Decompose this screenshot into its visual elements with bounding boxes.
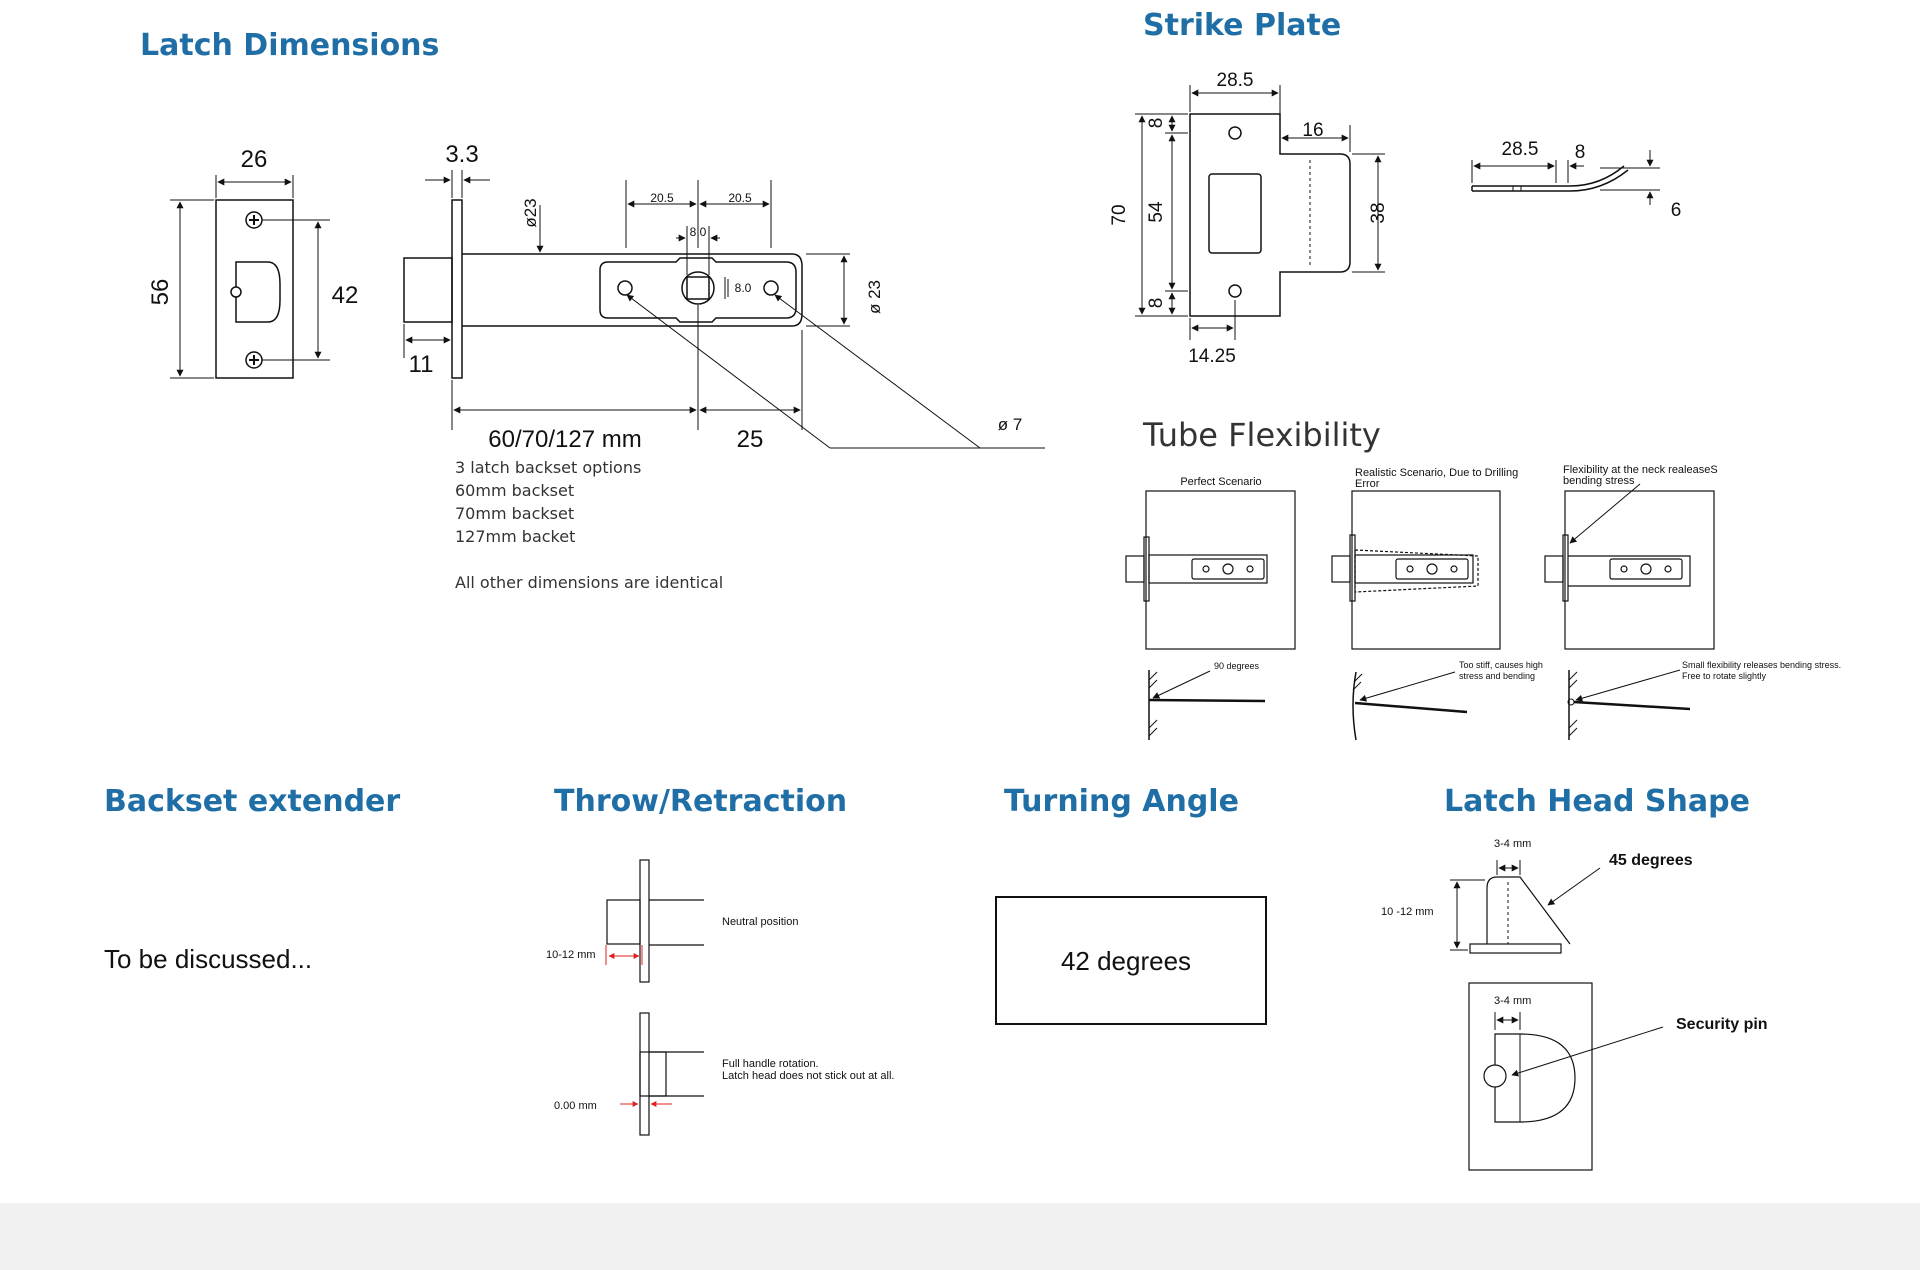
throw-retraction-heading: Throw/Retraction xyxy=(554,784,848,819)
label-90-degrees: 90 degrees xyxy=(1214,661,1260,671)
strike-dim-14-25: 14.25 xyxy=(1188,346,1236,367)
spindle-hole xyxy=(681,271,715,305)
head-3-4mm-top: 3-4 mm xyxy=(1494,838,1531,850)
spindle-square xyxy=(686,276,710,300)
perfect-scenario-box xyxy=(1145,490,1296,650)
side-latch-head xyxy=(403,257,453,323)
latch-front-view xyxy=(170,175,330,379)
tube-flexibility-heading: Tube Flexibility xyxy=(1143,416,1381,454)
dim-20-5-a: 20.5 xyxy=(650,191,674,205)
strike-dim-28-5: 28.5 xyxy=(1217,70,1254,91)
full-rotation-line1: Full handle rotation. xyxy=(722,1058,819,1070)
strike-dim-54: 54 xyxy=(1146,201,1167,223)
mount-hole xyxy=(763,280,779,296)
too-stiff-line1: Too stiff, causes high xyxy=(1459,660,1543,670)
dim-3-3: 3.3 xyxy=(445,141,478,168)
throw-retraction-drawing xyxy=(605,859,704,1136)
dim-dia-right: ø 23 xyxy=(865,280,884,314)
strike-dim-8-bottom: 8 xyxy=(1146,298,1167,309)
realistic-scenario-box xyxy=(1351,490,1501,650)
strike-side-6: 6 xyxy=(1671,200,1682,221)
small-flex-line2: Free to rotate slightly xyxy=(1682,671,1767,681)
note-line: 60mm backset xyxy=(455,481,575,500)
dim-8-0-w: 8.0 xyxy=(690,225,707,239)
flexibility-box xyxy=(1564,490,1715,650)
strike-dim-38: 38 xyxy=(1368,202,1389,223)
dim-hole-dia: ø 7 xyxy=(998,415,1023,434)
small-flex-line1: Small flexibility releases bending stres… xyxy=(1682,660,1841,670)
dim-8-0-h: 8.0 xyxy=(735,281,752,295)
dim-26: 26 xyxy=(241,146,268,173)
strike-opening xyxy=(1208,173,1262,254)
dim-11: 11 xyxy=(409,351,434,378)
turning-angle-box xyxy=(995,896,1267,1025)
strike-side-28-5: 28.5 xyxy=(1502,139,1539,160)
note-line: All other dimensions are identical xyxy=(455,573,724,592)
turning-angle-heading: Turning Angle xyxy=(1004,784,1239,819)
security-pin-dot xyxy=(230,286,242,298)
strike-side-profile xyxy=(1472,165,1629,192)
perfect-scenario-label: Perfect Scenario xyxy=(1180,476,1261,488)
head-3-4mm-bottom: 3-4 mm xyxy=(1494,995,1531,1007)
strike-screw-hole xyxy=(1228,126,1242,140)
strike-plate-drawing xyxy=(1135,85,1660,340)
strike-side-8: 8 xyxy=(1575,142,1586,163)
latch-head-outline xyxy=(235,261,281,323)
backset-notes: 3 latch backset options 60mm backset 70m… xyxy=(455,456,723,594)
latch-slot-outline xyxy=(599,257,797,323)
note-line: 3 latch backset options xyxy=(455,458,642,477)
strike-dim-8-top: 8 xyxy=(1146,118,1167,129)
latch-head-shape-heading: Latch Head Shape xyxy=(1444,784,1750,819)
backset-extender-heading: Backset extender xyxy=(104,784,401,819)
strike-plate-outline xyxy=(1189,113,1351,317)
dim-56: 56 xyxy=(147,279,174,306)
dim-42: 42 xyxy=(332,282,359,309)
full-rotation-line2: Latch head does not stick out at all. xyxy=(722,1070,894,1082)
too-stiff-line2: stress and bending xyxy=(1459,671,1535,681)
note-line: 127mm backet xyxy=(455,527,576,546)
dim-25: 25 xyxy=(737,426,764,453)
security-pin-label: Security pin xyxy=(1676,1016,1768,1033)
strike-dim-70: 70 xyxy=(1109,204,1130,225)
backset-extender-text: To be discussed... xyxy=(104,944,313,974)
strike-dim-16: 16 xyxy=(1302,120,1323,141)
dim-backset: 60/70/127 mm xyxy=(488,426,641,453)
dim-20-5-b: 20.5 xyxy=(728,191,752,205)
throw-range-label: 10-12 mm xyxy=(546,949,596,961)
latch-head-shape-drawing xyxy=(1450,860,1664,1171)
turning-angle-value: 42 degrees xyxy=(1061,946,1191,976)
latch-dimensions-heading: Latch Dimensions xyxy=(140,28,440,63)
strike-screw-hole xyxy=(1228,284,1242,298)
neutral-position-label: Neutral position xyxy=(722,916,798,928)
note-line: 70mm backset xyxy=(455,504,575,523)
tube-flexibility-drawing xyxy=(1125,483,1715,741)
head-height-label: 10 -12 mm xyxy=(1381,906,1434,918)
note-line xyxy=(455,548,723,571)
head-45-degrees-label: 45 degrees xyxy=(1609,852,1693,869)
mount-hole xyxy=(617,280,633,296)
zero-mm-label: 0.00 mm xyxy=(554,1100,597,1112)
footer-bar xyxy=(0,1203,1920,1270)
latch-side-view xyxy=(403,170,1045,449)
latch-tube xyxy=(462,253,803,327)
dim-tube-dia: ø23 xyxy=(521,198,540,227)
side-faceplate xyxy=(451,199,463,379)
strike-plate-heading: Strike Plate xyxy=(1143,8,1342,43)
faceplate-outline xyxy=(215,199,294,379)
